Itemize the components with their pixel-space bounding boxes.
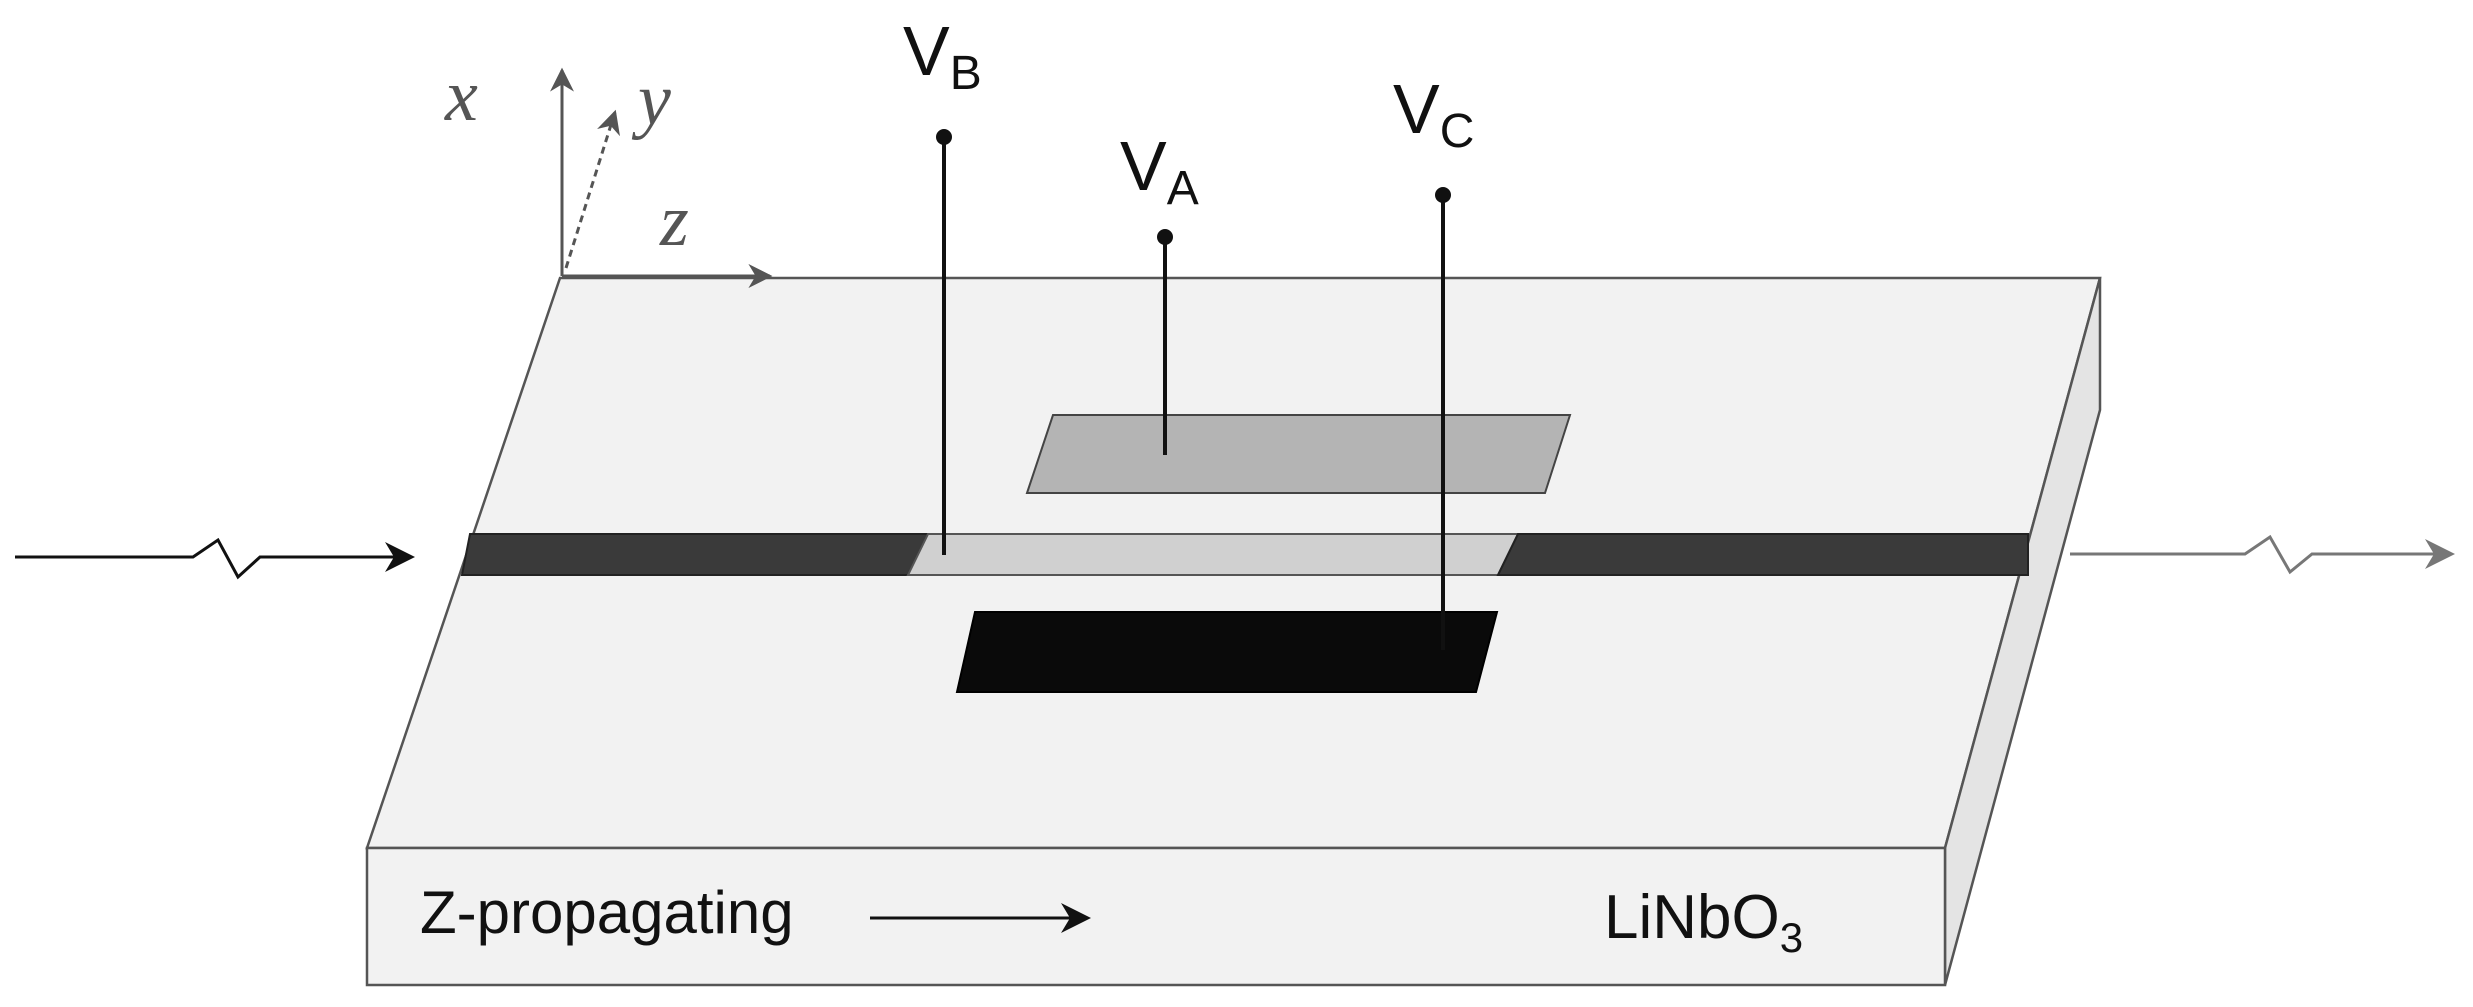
waveguide-modulated-section: [906, 533, 1520, 576]
probe-c-terminal: [1435, 187, 1451, 203]
probe-b-terminal: [936, 129, 952, 145]
waveguide: [460, 533, 2029, 576]
slab-front-face: [365, 846, 1947, 987]
z-axis-label: z: [659, 180, 689, 262]
waveguide-output-section: [1496, 533, 2029, 576]
y-axis-label: y: [631, 59, 671, 141]
voltage-a-label: VA: [1120, 127, 1199, 215]
voltage-b-label: VB: [903, 12, 982, 100]
probe-c: VC: [1393, 70, 1474, 650]
waveguide-input-section: [460, 533, 930, 576]
voltage-c-label: VC: [1393, 70, 1474, 158]
x-axis-label: x: [444, 55, 478, 137]
electrode-c: [955, 611, 1499, 693]
output-beam-arrow: [2070, 534, 2455, 575]
substrate-material-label: LiNbO3: [1604, 883, 1803, 961]
coordinate-axes: x y z: [444, 55, 773, 288]
input-beam-arrow: [15, 537, 415, 580]
probe-a-terminal: [1157, 229, 1173, 245]
electrode-a: [1025, 414, 1572, 494]
y-axis-arrow: [564, 109, 620, 269]
propagation-direction-label: Z-propagating: [420, 879, 794, 946]
probe-a: VA: [1120, 127, 1199, 455]
probe-b: VB: [903, 12, 982, 555]
